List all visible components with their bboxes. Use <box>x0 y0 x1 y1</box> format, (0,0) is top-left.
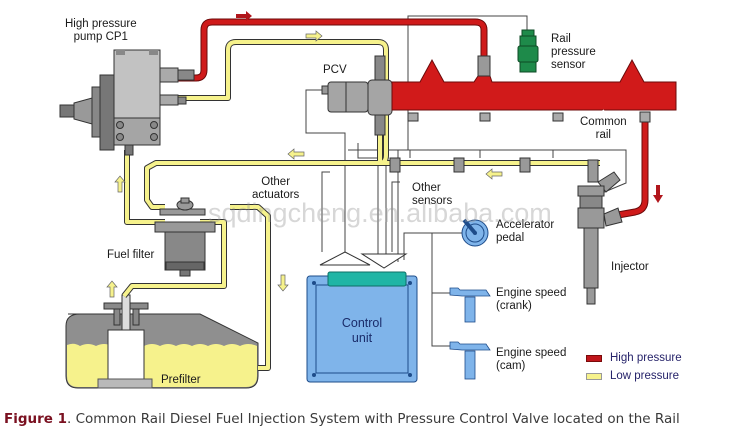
label-accelerator-pedal: Accelerator pedal <box>496 219 554 245</box>
common-rail <box>391 55 677 123</box>
label-line: Common <box>580 116 627 128</box>
caption-text: . Common Rail Diesel Fuel Injection Syst… <box>67 411 680 427</box>
legend-label: High pressure <box>610 352 682 364</box>
legend-high-pressure: High pressure <box>586 352 682 364</box>
label-line: Control <box>341 316 383 330</box>
label-pcv: PCV <box>323 64 347 76</box>
legend-swatch-high-pressure <box>586 354 602 362</box>
label-line: sensor <box>551 59 586 71</box>
arrow-down-yellow <box>277 274 289 292</box>
label-line: High pressure <box>65 18 137 30</box>
control-unit <box>306 251 418 383</box>
label-line: sensors <box>412 195 453 207</box>
label-line: Rail <box>551 33 571 45</box>
arrow-right-red <box>236 11 252 21</box>
label-engine-speed-crank: Engine speed (crank) <box>496 287 566 313</box>
high-pressure-pump <box>59 49 195 156</box>
arrow-left-yellow <box>287 148 305 160</box>
label-engine-speed-cam: Engine speed (cam) <box>496 347 566 373</box>
fuel-tank <box>65 294 259 389</box>
label-line: Engine speed <box>496 347 567 359</box>
arrow-left-yellow-2 <box>485 168 503 180</box>
label-line: Engine speed <box>496 287 567 299</box>
engine-speed-sensor-crank <box>449 287 491 323</box>
label-control-unit: Control unit <box>334 316 390 346</box>
label-line: (cam) <box>496 360 526 372</box>
legend-low-pressure: Low pressure <box>586 370 679 382</box>
label-injector: Injector <box>611 261 649 273</box>
label-line: pump CP1 <box>73 31 128 43</box>
label-line: actuators <box>252 189 300 201</box>
accelerator-pedal <box>461 218 489 247</box>
common-rail-pointer <box>591 109 605 119</box>
label-line: Accelerator <box>496 219 555 231</box>
label-line: unit <box>351 331 373 345</box>
label-other-actuators: Other actuators <box>252 176 299 202</box>
label-high-pressure-pump: High pressure pump CP1 <box>65 18 137 44</box>
arrow-down-red <box>653 185 663 203</box>
return-line-fittings <box>389 157 531 173</box>
figure-caption: Figure 1. Common Rail Diesel Fuel Inject… <box>0 411 740 440</box>
fuel-filter <box>154 197 216 277</box>
label-common-rail: Common rail <box>580 116 627 142</box>
arrow-up-yellow-2 <box>106 280 118 298</box>
legend-swatch-low-pressure <box>586 372 602 380</box>
arrow-right-yellow <box>305 30 323 42</box>
fuel-injection-diagram: .outl { stroke: #333; stroke-width: 1; }… <box>59 11 677 389</box>
legend-label: Low pressure <box>610 370 680 382</box>
high-pressure-lines <box>150 18 649 219</box>
pcv-valve <box>321 55 393 136</box>
flow-arrows <box>106 11 663 298</box>
label-prefilter: Prefilter <box>161 374 201 386</box>
engine-speed-sensor-cam <box>449 341 491 380</box>
label-line: pressure <box>551 46 596 58</box>
injector <box>577 159 623 305</box>
rail-pressure-sensor <box>517 29 539 73</box>
watermark: sqdingcheng.en.alibaba.com <box>208 198 552 228</box>
label-line: rail <box>595 129 611 141</box>
label-line: Other <box>261 176 291 188</box>
label-other-sensors: Other sensors <box>412 182 452 208</box>
label-line: (crank) <box>496 300 532 312</box>
label-fuel-filter: Fuel filter <box>107 249 155 261</box>
label-rail-pressure-sensor: Rail pressure sensor <box>551 33 596 72</box>
label-line: Other <box>412 182 441 194</box>
figure-label: Figure 1 <box>4 411 68 427</box>
arrow-up-yellow <box>114 175 126 193</box>
label-line: pedal <box>496 232 525 244</box>
low-pressure-lines <box>121 39 600 371</box>
